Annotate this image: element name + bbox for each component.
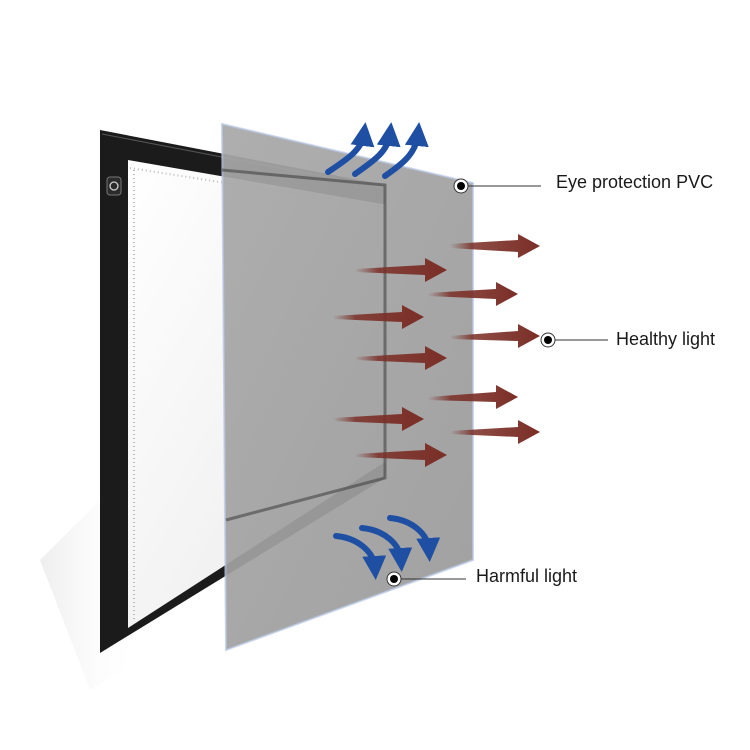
blue-curved-arrow-icon <box>359 525 413 572</box>
harmful-light-arrows-top <box>325 122 429 179</box>
red-arrow-icon <box>450 420 540 444</box>
red-arrow-icon <box>333 407 424 431</box>
pvc-sheet <box>222 124 473 650</box>
blue-curved-arrow-icon <box>387 515 441 562</box>
red-arrow-icon <box>428 385 518 409</box>
red-arrow-icon <box>428 282 518 306</box>
eye-protection-pvc-label: Eye protection PVC <box>556 172 714 192</box>
callout-healthy <box>540 332 608 348</box>
red-arrow-icon <box>333 305 424 329</box>
blue-curved-arrow-icon <box>382 122 429 179</box>
healthy-light-label: Healthy light <box>616 329 716 349</box>
blue-curved-arrow-icon <box>325 122 375 175</box>
power-button-icon <box>106 176 122 196</box>
red-arrow-icon <box>355 258 447 282</box>
callout-pvc <box>453 178 541 194</box>
healthy-light-arrows <box>333 234 540 467</box>
eye-protection-pvc-sheet <box>220 122 474 652</box>
callout-harmful <box>386 571 466 587</box>
harmful-light-arrows-bottom <box>333 515 441 580</box>
red-arrow-icon <box>355 346 447 370</box>
harmful-light-label: Harmful light <box>476 566 578 586</box>
red-arrow-icon <box>450 234 540 258</box>
red-arrow-icon <box>355 443 447 467</box>
blue-curved-arrow-icon <box>333 533 387 580</box>
blue-curved-arrow-icon <box>352 122 401 177</box>
red-arrow-icon <box>450 324 540 348</box>
